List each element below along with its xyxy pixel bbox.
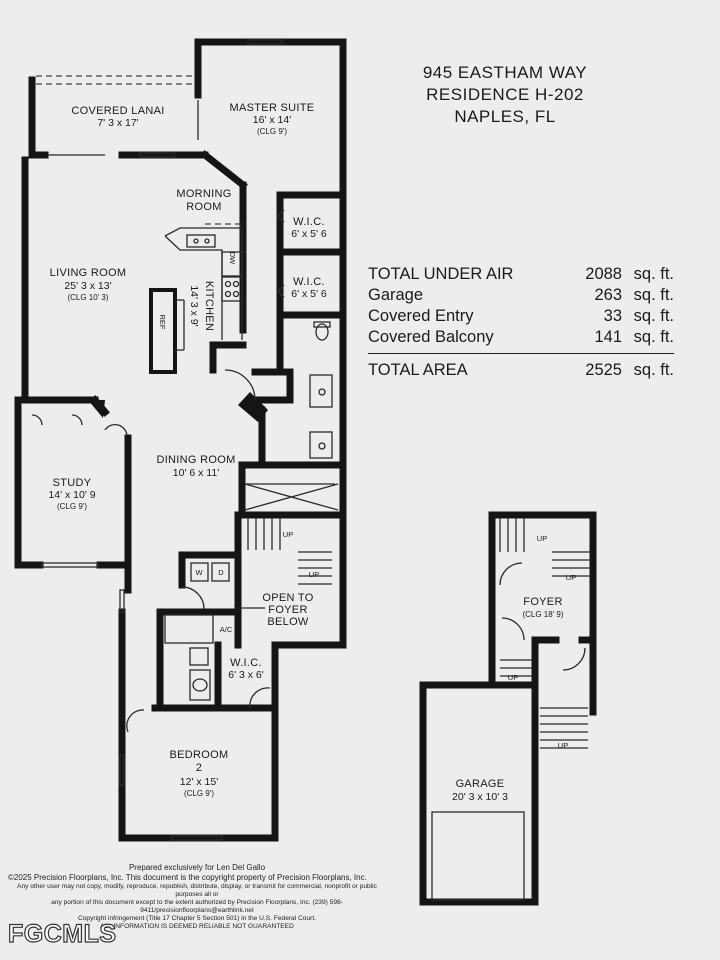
credits-line-5: Copyright infringement (Title 17 Chapter… — [78, 915, 316, 922]
kitchen-dim: 14' 3 x 9' — [188, 285, 200, 326]
wic2-dim: 6' x 5' 6 — [291, 288, 327, 300]
stair-up-2: UP — [309, 570, 319, 579]
credits-line-6: ALL INFORMATION IS DEEMED RELIABLE NOT G… — [100, 923, 294, 930]
study-name: STUDY — [53, 477, 92, 489]
kitchen-name: KITCHEN — [203, 281, 215, 331]
stair-up-4: UP — [566, 573, 576, 582]
stair-up-5: UP — [508, 673, 518, 682]
address-block: 945 EASTHAM WAY RESIDENCE H-202 NAPLES, … — [410, 62, 600, 128]
area-unit: sq. ft. — [633, 265, 674, 283]
area-value: 263 — [594, 286, 622, 304]
ac-label: A/C — [220, 625, 233, 634]
master-clg: (CLG 9') — [257, 127, 287, 136]
lanai-name: COVERED LANAI — [71, 105, 164, 117]
credits-block: Prepared exclusively for Len Del Gallo ©… — [8, 862, 386, 931]
wic1-dim: 6' x 5' 6 — [291, 228, 327, 240]
bedroom-dim: 12' x 15' — [180, 776, 218, 788]
lower-floor-fixtures — [499, 518, 590, 749]
mls-watermark: FGCMLS — [7, 919, 117, 948]
study-clg: (CLG 9') — [57, 502, 87, 511]
living-dim: 25' 3 x 13' — [64, 280, 111, 292]
dining-dim: 10' 6 x 11' — [173, 467, 219, 479]
dining-name: DINING ROOM — [156, 454, 235, 466]
credits-copyright: ©2025 Precision Floorplans, Inc. This do… — [8, 873, 367, 882]
area-total-value: 2525 — [585, 361, 622, 379]
bedroom-name-2: 2 — [196, 762, 202, 774]
open-line-3: BELOW — [267, 616, 309, 628]
master-name: MASTER SUITE — [230, 102, 315, 114]
bedroom-name-1: BEDROOM — [170, 749, 229, 761]
open-line-2: FOYER — [268, 604, 307, 616]
credits-line-3: Any other user may not copy, modify, rep… — [17, 883, 377, 898]
stair-up-3: UP — [537, 534, 547, 543]
living-name: LIVING ROOM — [50, 267, 127, 279]
open-line-1: OPEN TO — [262, 592, 313, 604]
address-street: 945 EASTHAM WAY — [422, 63, 588, 82]
dryer-label: D — [218, 568, 224, 577]
wic3-dim: 6' 3 x 6' — [228, 669, 264, 681]
area-value: 141 — [594, 328, 622, 346]
living-clg: (CLG 10' 3) — [67, 293, 108, 302]
area-row: Covered Entry 33 sq. ft. — [368, 306, 674, 327]
area-table: TOTAL UNDER AIR 2088 sq. ft. Garage 263 sq… — [368, 264, 674, 381]
area-row: Covered Balcony 141 sq. ft. — [368, 327, 674, 348]
washer-label: W — [195, 568, 203, 577]
garage-name: GARAGE — [456, 778, 505, 790]
area-total-unit: sq. ft. — [633, 361, 674, 379]
wic2-name: W.I.C. — [293, 276, 325, 288]
credits-line-4: any portion of this document except to t… — [51, 899, 343, 914]
study-dim: 14' x 10' 9 — [48, 489, 95, 501]
credits-prepared: Prepared exclusively for Len Del Gallo — [128, 863, 266, 872]
lower-floor-walls — [419, 511, 597, 906]
room-labels: COVERED LANAI 7' 3 x 17' MASTER SUITE 16… — [48, 102, 563, 803]
main-floor-fixtures — [31, 39, 339, 841]
area-value: 33 — [603, 307, 622, 325]
stair-up-1: UP — [283, 530, 293, 539]
area-row: TOTAL UNDER AIR 2088 sq. ft. — [368, 264, 674, 285]
address-city: NAPLES, FL — [454, 107, 556, 126]
area-total-row: TOTAL AREA 2525 sq. ft. — [368, 360, 674, 381]
area-unit: sq. ft. — [633, 286, 674, 304]
dishwasher-label: DW — [228, 252, 237, 265]
area-label: TOTAL UNDER AIR — [368, 265, 514, 283]
master-dim: 16' x 14' — [253, 114, 291, 126]
main-floor-walls — [14, 38, 347, 842]
area-value: 2088 — [585, 265, 622, 283]
address-residence: RESIDENCE H-202 — [426, 85, 584, 104]
wic3-name: W.I.C. — [230, 657, 262, 669]
wic1-name: W.I.C. — [293, 216, 325, 228]
area-label: Garage — [368, 286, 424, 304]
morning-name-1: MORNING — [176, 188, 231, 200]
area-total-label: TOTAL AREA — [368, 361, 468, 379]
foyer-clg: (CLG 18' 9) — [522, 610, 563, 619]
foyer-name: FOYER — [523, 596, 562, 608]
morning-name-2: ROOM — [186, 201, 221, 213]
area-divider — [368, 353, 674, 354]
stair-up-6: UP — [558, 741, 568, 750]
fixture-labels: DW REF W D A/C UP UP UP UP UP UP — [158, 252, 576, 750]
area-label: Covered Balcony — [368, 328, 494, 346]
refrigerator-label: REF — [158, 315, 167, 330]
lanai-dim: 7' 3 x 17' — [97, 117, 138, 129]
bedroom-clg: (CLG 9') — [184, 789, 214, 798]
area-row: Garage 263 sq. ft. — [368, 285, 674, 306]
area-unit: sq. ft. — [633, 307, 674, 325]
area-label: Covered Entry — [368, 307, 474, 325]
area-unit: sq. ft. — [633, 328, 674, 346]
garage-dim: 20' 3 x 10' 3 — [452, 791, 508, 803]
